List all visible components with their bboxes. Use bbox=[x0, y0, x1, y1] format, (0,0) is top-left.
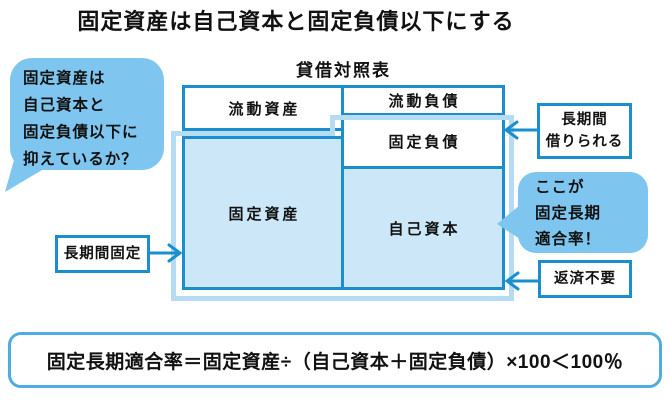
ratio-line-3: 適合率！ bbox=[535, 231, 602, 248]
ratio-line-2: 固定長期 bbox=[535, 205, 602, 222]
question-line-4: 抑えているか？ bbox=[23, 151, 138, 168]
cell-current-liabilities-label: 流動負債 bbox=[388, 93, 461, 110]
ratio-line-1: ここが bbox=[535, 179, 585, 196]
cell-equity: 自己資本 bbox=[341, 166, 505, 290]
cell-fixed-assets: 固定資産 bbox=[182, 136, 344, 290]
label-long-term-fixed-text: 長期間固定 bbox=[63, 246, 142, 262]
label-long-term-borrow-line-1: 長期間 bbox=[561, 112, 608, 128]
label-long-term-fixed: 長期間固定 bbox=[55, 235, 150, 273]
question-line-1: 固定資産は bbox=[23, 70, 106, 87]
balance-sheet-title: 貸借対照表 bbox=[296, 61, 391, 80]
ratio-speech-bubble: ここが 固定長期 適合率！ bbox=[518, 172, 648, 253]
cell-fixed-liabilities: 固定負債 bbox=[341, 113, 505, 169]
label-no-repayment-text: 返済不要 bbox=[554, 271, 616, 287]
page-title: 固定資産は自己資本と固定負債以下にする bbox=[77, 9, 515, 34]
arrow-long-term-fixed bbox=[148, 243, 183, 263]
arrow-no-repayment bbox=[504, 271, 540, 291]
label-long-term-borrow: 長期間 借りられる bbox=[537, 103, 632, 159]
question-speech-bubble: 固定資産は 自己資本と 固定負債以下に 抑えているか？ bbox=[10, 58, 164, 170]
formula-text: 固定長期適合率＝固定資産÷（自己資本＋固定負債）×100＜100％ bbox=[46, 351, 624, 373]
cell-fixed-liabilities-label: 固定負債 bbox=[388, 133, 461, 151]
cell-current-assets: 流動資産 bbox=[182, 85, 344, 131]
cell-equity-label: 自己資本 bbox=[388, 220, 461, 238]
arrow-long-term-borrow bbox=[503, 120, 539, 140]
question-line-2: 自己資本と bbox=[23, 97, 106, 114]
question-line-3: 固定負債以下に bbox=[23, 124, 139, 141]
cell-current-assets-label: 流動資産 bbox=[228, 100, 301, 118]
label-no-repayment: 返済不要 bbox=[538, 260, 632, 298]
cell-fixed-assets-label: 固定資産 bbox=[228, 205, 301, 223]
cell-current-liabilities: 流動負債 bbox=[341, 85, 505, 116]
label-long-term-borrow-line-2: 借りられる bbox=[545, 134, 624, 150]
formula-box: 固定長期適合率＝固定資産÷（自己資本＋固定負債）×100＜100％ bbox=[8, 332, 662, 388]
